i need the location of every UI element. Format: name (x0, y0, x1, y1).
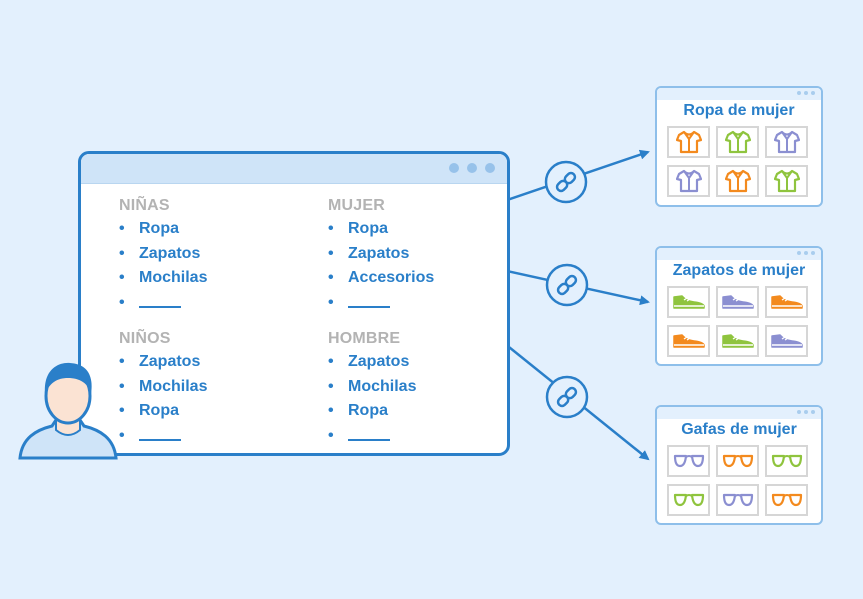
shoe-icon (770, 293, 804, 311)
glasses-icon (771, 453, 803, 469)
menu-item[interactable]: •Zapatos (119, 353, 201, 370)
menu-item-placeholder: • (119, 424, 207, 449)
link-icon (545, 263, 589, 307)
product-cell[interactable] (667, 484, 710, 516)
window-titlebar (81, 154, 507, 184)
glasses-icon (722, 492, 754, 508)
shoe-icon (770, 332, 804, 350)
glasses-icon (673, 453, 705, 469)
menu-item[interactable]: •Ropa (119, 402, 179, 419)
shoe-icon (721, 293, 755, 311)
menu-item[interactable]: •Mochilas (119, 377, 208, 395)
link-icon (545, 375, 589, 419)
website-window: NIÑAS •Ropa •Zapatos •Mochilas • MUJER •… (78, 151, 510, 456)
tshirt-icon (773, 130, 800, 154)
menu-item[interactable]: •Zapatos (328, 353, 410, 370)
product-cell[interactable] (667, 325, 710, 357)
product-cell[interactable] (765, 286, 808, 318)
product-cell[interactable] (716, 325, 759, 357)
product-grid (667, 286, 821, 357)
product-cell[interactable] (667, 445, 710, 477)
product-cell[interactable] (667, 165, 710, 197)
glasses-icon (722, 453, 754, 469)
product-cell[interactable] (716, 126, 759, 158)
page-title: Gafas de mujer (681, 421, 797, 438)
menu-item-placeholder: • (328, 291, 434, 316)
target-page-zapatos[interactable]: Zapatos de mujer (655, 246, 823, 366)
section-heading: NIÑAS (119, 197, 170, 214)
product-cell[interactable] (765, 484, 808, 516)
shoe-icon (672, 332, 706, 350)
menu-item[interactable]: •Zapatos (119, 244, 201, 262)
menu-section-hombre: HOMBRE •Zapatos •Mochilas •Ropa • (328, 328, 416, 448)
menu-section-ninas: NIÑAS •Ropa •Zapatos •Mochilas • (119, 195, 207, 315)
glasses-icon (771, 492, 803, 508)
page-title: Ropa de mujer (683, 102, 795, 119)
menu-section-mujer: MUJER •Ropa •Zapatos •Accesorios • (328, 195, 434, 315)
menu-item-placeholder: • (328, 424, 416, 449)
section-heading: HOMBRE (328, 330, 401, 347)
product-cell[interactable] (765, 445, 808, 477)
menu-item[interactable]: •Ropa (119, 220, 179, 237)
tshirt-icon (724, 169, 751, 193)
product-grid (667, 445, 821, 516)
menu-item-placeholder: • (119, 291, 207, 316)
window-dot (467, 163, 477, 173)
product-cell[interactable] (667, 286, 710, 318)
product-cell[interactable] (716, 445, 759, 477)
product-cell[interactable] (716, 286, 759, 318)
product-cell[interactable] (716, 165, 759, 197)
section-heading: MUJER (328, 197, 386, 214)
shoe-icon (672, 293, 706, 311)
menu-item[interactable]: •Mochilas (119, 269, 208, 286)
menu-item[interactable]: •Ropa (328, 220, 388, 237)
target-page-gafas[interactable]: Gafas de mujer (655, 405, 823, 525)
product-cell[interactable] (765, 126, 808, 158)
menu-item[interactable]: •Zapatos (328, 244, 410, 262)
section-heading: NIÑOS (119, 330, 171, 347)
window-dot (449, 163, 459, 173)
link-icon (544, 160, 588, 204)
window-dot (485, 163, 495, 173)
product-cell[interactable] (765, 325, 808, 357)
product-cell[interactable] (765, 165, 808, 197)
product-cell[interactable] (716, 484, 759, 516)
tshirt-icon (675, 169, 702, 193)
target-page-ropa[interactable]: Ropa de mujer (655, 86, 823, 207)
product-grid (667, 126, 821, 197)
page-title: Zapatos de mujer (672, 262, 806, 279)
product-cell[interactable] (667, 126, 710, 158)
menu-section-ninos: NIÑOS •Zapatos •Mochilas •Ropa • (119, 328, 207, 448)
shoe-icon (721, 332, 755, 350)
tshirt-icon (724, 130, 751, 154)
menu-item[interactable]: •Mochilas (328, 377, 417, 395)
user-avatar-icon (18, 362, 118, 460)
menu-item[interactable]: •Ropa (328, 402, 388, 419)
tshirt-icon (675, 130, 702, 154)
glasses-icon (673, 492, 705, 508)
tshirt-icon (773, 169, 800, 193)
menu-item[interactable]: •Accesorios (328, 269, 435, 286)
